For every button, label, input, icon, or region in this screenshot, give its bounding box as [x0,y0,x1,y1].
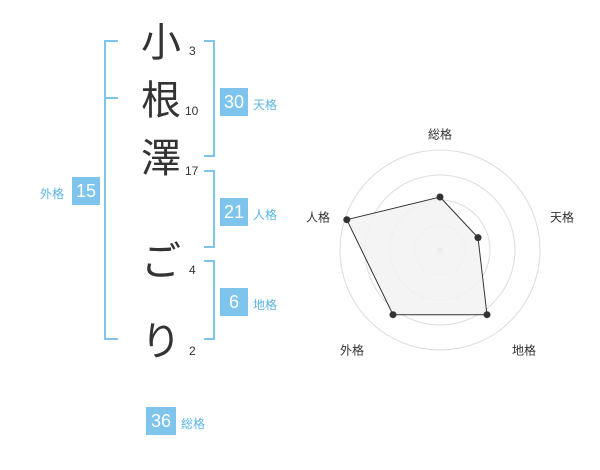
radar-point-5 [343,216,351,224]
tenkaku-value-badge: 30 [220,88,248,116]
chikaku-value-badge: 6 [220,288,248,316]
stroke-count-2: 10 [185,104,199,118]
stroke-count-3: 17 [185,164,199,178]
radar-axis-label-3: 地格 [512,343,536,358]
name-char-2: 根 [141,78,181,124]
radar-series-polygon [346,196,488,316]
tenkaku-bracket [204,40,215,157]
radar-axis-label-1: 総格 [428,127,452,142]
gaikaku-bracket [104,40,118,340]
gaikaku-bracket-midtick [104,97,118,99]
radar-point-3 [483,311,491,319]
jinkaku-bracket [204,170,215,248]
chikaku-bracket [204,260,215,340]
radar-axis-label-4: 外格 [340,343,364,358]
stroke-count-5: 2 [189,344,196,358]
radar-ring-4 [339,149,541,351]
stroke-count-4: 4 [189,263,196,277]
radar-axis-label-2: 天格 [550,210,574,225]
tenkaku-label: 天格 [253,98,278,112]
radar-point-2 [474,234,482,242]
radar-axis-label-5: 人格 [306,210,330,225]
name-char-4: ご [141,239,181,285]
radar-point-1 [436,193,444,201]
radar-point-4 [389,311,397,319]
gaikaku-value-badge: 15 [72,177,100,205]
name-char-3: 澤 [141,136,181,182]
soukaku-value-badge: 36 [146,407,176,435]
gaikaku-label: 外格 [40,187,65,201]
name-char-1: 小 [141,20,181,66]
soukaku-label: 総格 [181,417,206,431]
name-char-5: り [141,319,181,365]
jinkaku-value-badge: 21 [220,198,248,226]
chikaku-label: 地格 [253,298,278,312]
stroke-count-1: 3 [189,44,196,58]
jinkaku-label: 人格 [253,208,278,222]
